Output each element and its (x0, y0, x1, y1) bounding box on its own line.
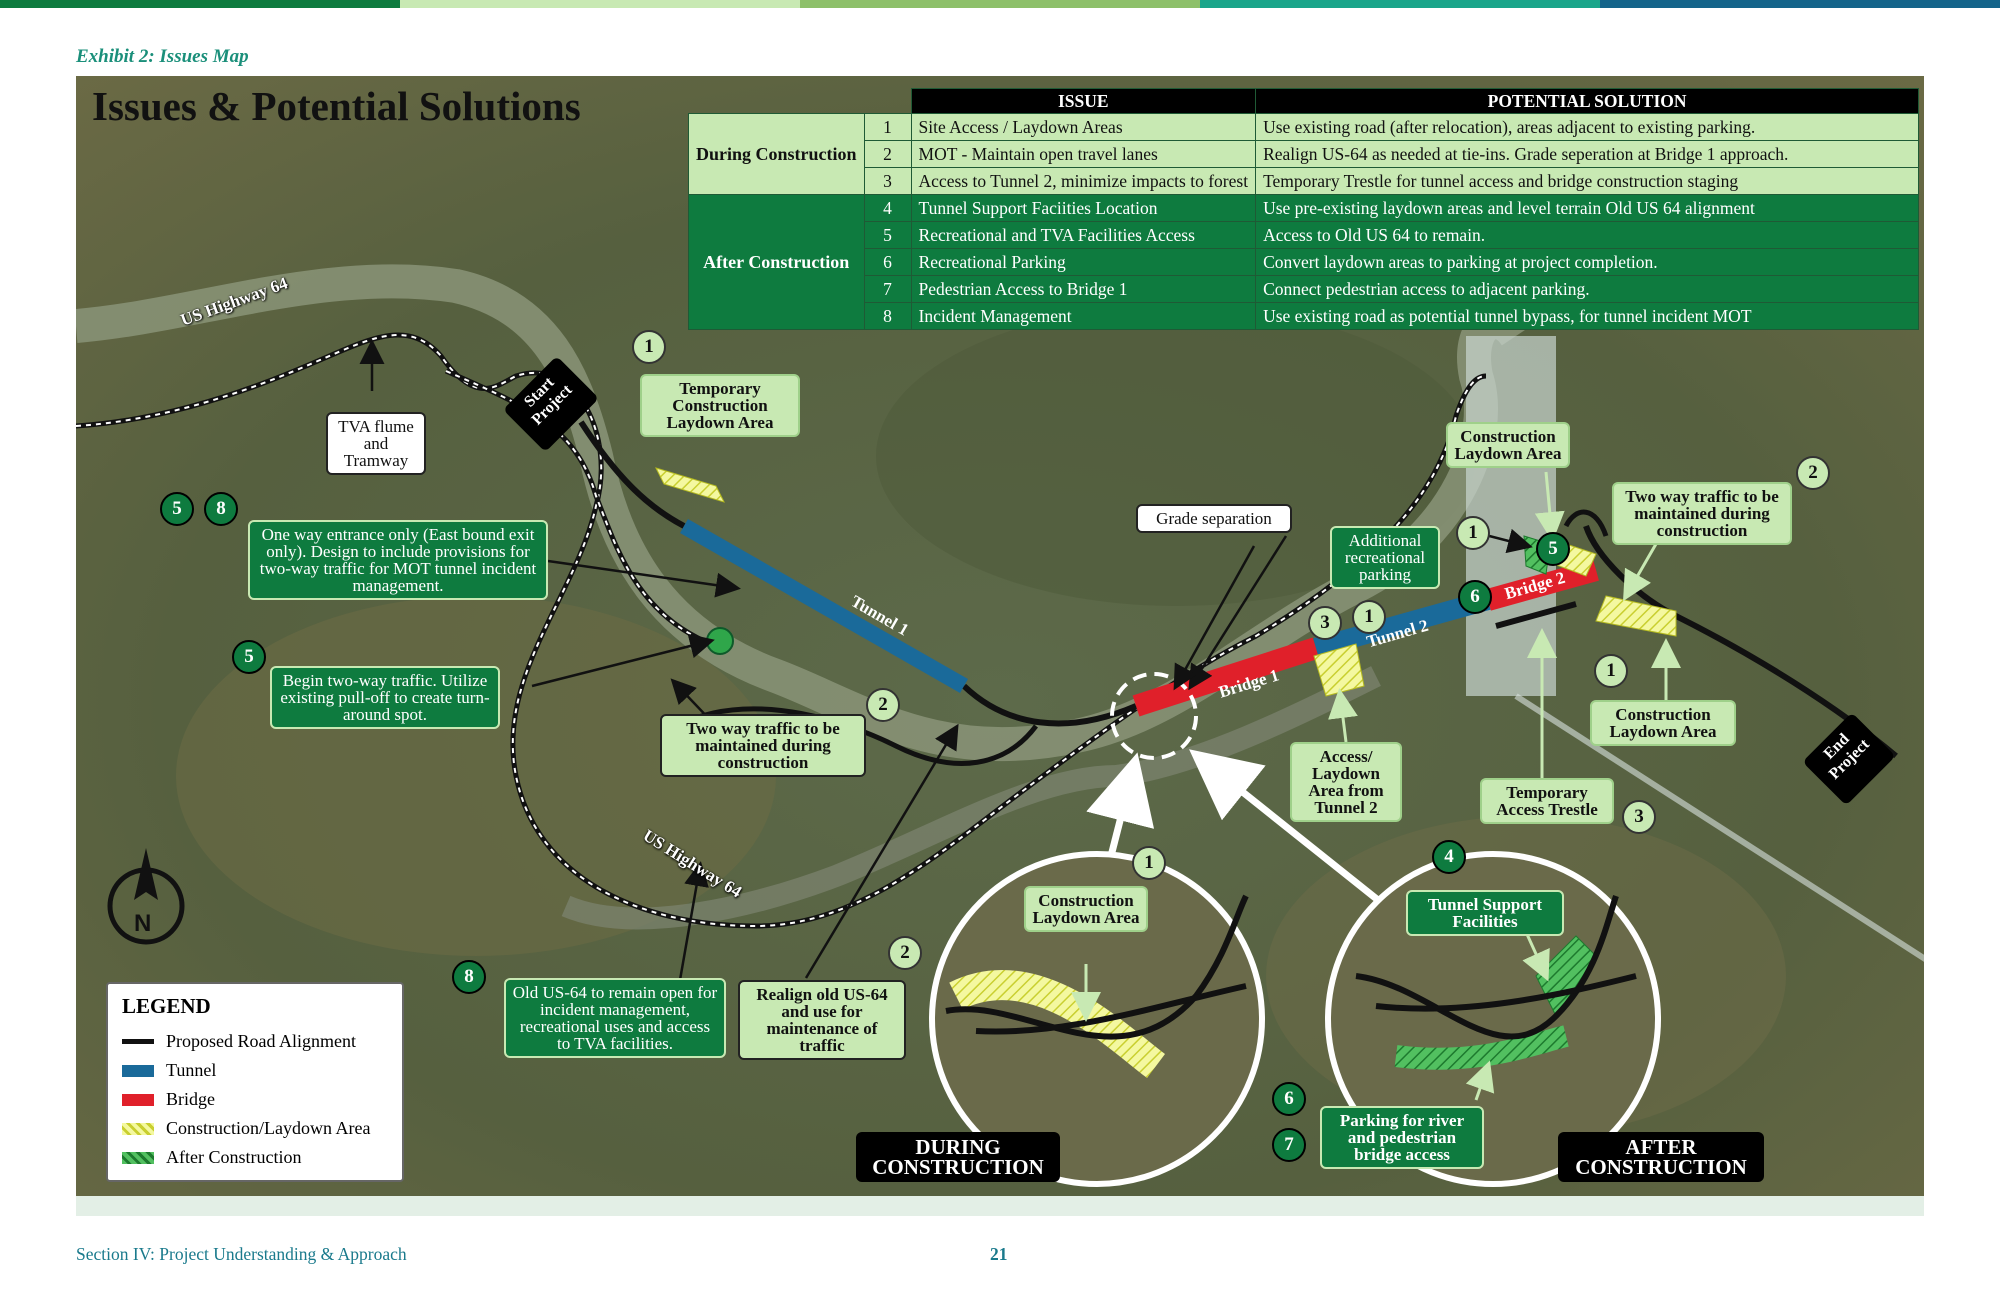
row-solution: Use pre-existing laydown areas and level… (1255, 194, 1920, 222)
footer-page-number: 21 (990, 1244, 1008, 1264)
badge-5: 5 (160, 492, 194, 526)
badge-1: 1 (632, 330, 666, 364)
row-solution: Connect pedestrian access to adjacent pa… (1255, 275, 1920, 303)
legend-item: Tunnel (122, 1056, 388, 1085)
tunnel-support-callout: Tunnel Support Facilities (1406, 890, 1564, 936)
badge-1: 1 (1352, 600, 1386, 634)
row-issue: Recreational and TVA Facilities Access (910, 221, 1257, 249)
two-way-begin-callout: Begin two-way traffic. Utilize existing … (270, 666, 500, 729)
one-way-callout: One way entrance only (East bound exit o… (248, 520, 548, 600)
badge-5: 5 (232, 640, 266, 674)
row-num: 6 (863, 248, 912, 276)
additional-parking-callout: Additional recreational parking (1330, 526, 1440, 589)
row-solution: Temporary Trestle for tunnel access and … (1255, 167, 1920, 195)
badge-6: 6 (1458, 580, 1492, 614)
map-title: Issues & Potential Solutions (92, 83, 581, 129)
north-arrow (107, 848, 185, 945)
row-num: 8 (863, 302, 912, 330)
row-solution: Realign US-64 as needed at tie-ins. Grad… (1255, 140, 1920, 168)
construction-laydown-top-callout: Construction Laydown Area (1446, 422, 1570, 468)
badge-7: 7 (1272, 1128, 1306, 1162)
badge-2: 2 (866, 688, 900, 722)
access-laydown-callout: Access/ Laydown Area from Tunnel 2 (1290, 742, 1402, 822)
row-issue: Recreational Parking (910, 248, 1257, 276)
exhibit-label: Exhibit 2: Issues Map (76, 46, 249, 67)
badge-1: 1 (1132, 846, 1166, 880)
tunnel-2-segment (1313, 590, 1491, 658)
issues-map: Issues & Potential Solutions ISSUE POTEN… (76, 76, 1924, 1216)
two-way-maint-callout: Two way traffic to be maintained during … (660, 714, 866, 777)
row-num: 4 (863, 194, 912, 222)
badge-5: 5 (1536, 532, 1570, 566)
inset-after-construction (1325, 851, 1661, 1187)
north-label: N (134, 910, 152, 937)
temp-laydown-callout: Temporary Construction Laydown Area (640, 374, 800, 437)
row-solution: Use existing road as potential tunnel by… (1255, 302, 1920, 330)
row-solution: Use existing road (after relocation), ar… (1255, 113, 1920, 141)
row-num: 3 (863, 167, 912, 195)
badge-8: 8 (452, 960, 486, 994)
issues-table: ISSUE POTENTIAL SOLUTION During Construc… (688, 88, 1920, 330)
row-solution: Convert laydown areas to parking at proj… (1255, 248, 1920, 276)
parking-river-callout: Parking for river and pedestrian bridge … (1320, 1106, 1484, 1169)
legend-item: Bridge (122, 1085, 388, 1114)
inset-laydown-callout: Construction Laydown Area (1024, 886, 1148, 932)
after-construction-label: AFTER CONSTRUCTION (1558, 1132, 1764, 1182)
badge-3: 3 (1622, 800, 1656, 834)
badge-2: 2 (888, 936, 922, 970)
two-way-right-callout: Two way traffic to be maintained during … (1612, 482, 1792, 545)
badge-6: 6 (1272, 1082, 1306, 1116)
row-num: 1 (863, 113, 912, 141)
realign-callout: Realign old US-64 and use for maintenanc… (738, 980, 906, 1060)
group-during: During Construction (688, 113, 865, 195)
row-solution: Access to Old US 64 to remain. (1255, 221, 1920, 249)
row-num: 5 (863, 221, 912, 249)
row-issue: Pedestrian Access to Bridge 1 (910, 275, 1257, 303)
temp-trestle-callout: Temporary Access Trestle (1480, 778, 1614, 824)
old-us64-callout: Old US-64 to remain open for incident ma… (504, 978, 726, 1058)
map-legend: LEGEND Proposed Road Alignment Tunnel Br… (106, 982, 404, 1182)
badge-2: 2 (1796, 456, 1830, 490)
group-after: After Construction (688, 194, 865, 330)
badge-8: 8 (204, 492, 238, 526)
legend-title: LEGEND (122, 994, 211, 1018)
legend-item: Proposed Road Alignment (122, 1027, 388, 1056)
bridge-1-segment (1132, 637, 1320, 717)
issue-header: ISSUE (910, 88, 1257, 114)
grade-separation-callout: Grade separation (1136, 504, 1292, 533)
tva-callout: TVA flume and Tramway (326, 412, 426, 475)
row-num: 7 (863, 275, 912, 303)
inset-during-construction (929, 851, 1265, 1187)
construction-laydown-right-callout: Construction Laydown Area (1590, 700, 1736, 746)
badge-1: 1 (1456, 516, 1490, 550)
row-issue: MOT - Maintain open travel lanes (910, 140, 1257, 168)
top-color-bar (0, 0, 2000, 8)
bridge-2-segment (1485, 559, 1599, 611)
tunnel-1-segment (680, 519, 968, 693)
badge-4: 4 (1432, 840, 1466, 874)
row-issue: Incident Management (910, 302, 1257, 330)
legend-item: Construction/Laydown Area (122, 1114, 388, 1143)
footer-section: Section IV: Project Understanding & Appr… (76, 1244, 407, 1264)
badge-1: 1 (1594, 654, 1628, 688)
row-issue: Tunnel Support Faciities Location (910, 194, 1257, 222)
during-construction-label: DURING CONSTRUCTION (856, 1132, 1060, 1182)
solution-header: POTENTIAL SOLUTION (1255, 88, 1920, 114)
row-issue: Access to Tunnel 2, minimize impacts to … (910, 167, 1257, 195)
badge-3: 3 (1308, 606, 1342, 640)
row-num: 2 (863, 140, 912, 168)
row-issue: Site Access / Laydown Areas (910, 113, 1257, 141)
legend-item: After Construction (122, 1143, 388, 1172)
